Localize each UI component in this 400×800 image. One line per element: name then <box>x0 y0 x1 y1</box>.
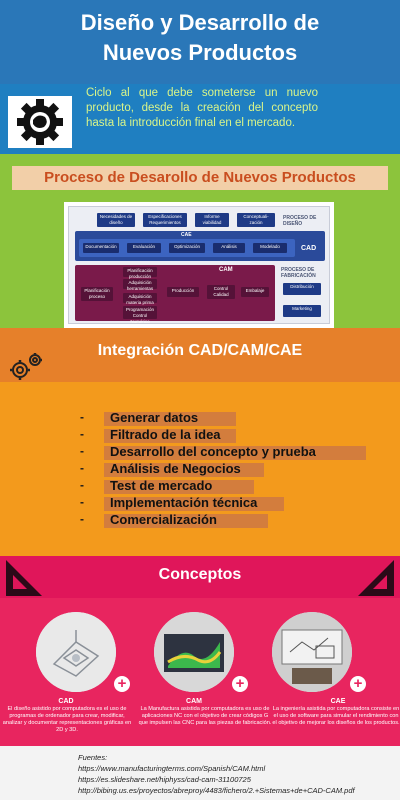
diagram-box-modelado: Modelado <box>253 243 287 253</box>
diagram-box-analisis: Análisis <box>213 243 245 253</box>
card-text-cae: La ingeniería asistida por computadora c… <box>272 706 400 726</box>
source-link[interactable]: http://bibing.us.es/proyectos/abreproy/4… <box>78 786 355 795</box>
diagram-box-adquisicion-herramientas: Adquisición herramientas <box>123 279 157 291</box>
source-link[interactable]: https://es.slideshare.net/hiphyss/cad-ca… <box>78 775 251 784</box>
plus-icon: + <box>232 676 248 692</box>
diagram-box-optimizacion: Optimización <box>169 243 205 253</box>
diagram-box-marketing: Marketing <box>283 305 321 317</box>
list-item: -Análisis de Negocios <box>80 461 400 478</box>
cad-image <box>36 612 116 692</box>
cae-label: CAE <box>181 232 192 238</box>
diagram-box-planificacion-proceso: Planificación proceso <box>81 287 113 301</box>
list-item: -Implementación técnica <box>80 495 400 512</box>
diagram-box-conceptualizacion: Conceptuali-zación <box>237 213 275 227</box>
set-square-icon <box>4 558 44 598</box>
design-process-label: PROCESO DE DISEÑO <box>283 215 317 227</box>
plus-icon: + <box>350 676 366 692</box>
process-section: Proceso de Desarollo de Nuevos Productos… <box>0 154 400 328</box>
diagram-box-evaluacion: Evaluación <box>127 243 161 253</box>
diagram-box-adquisicion-materia: Adquisición materia prima <box>123 293 157 305</box>
list-item: -Desarrollo del concepto y prueba <box>80 444 400 461</box>
diagram-box-embalaje: Embalaje <box>241 287 269 297</box>
gear-icon <box>8 96 72 148</box>
diagram-box-informe: Informe viabilidad <box>195 213 229 227</box>
diagram-box-documentacion: Documentación <box>83 243 119 253</box>
diagram-box-produccion: Producción <box>167 287 199 297</box>
diagram-box-necesidades: Necesidades de diseño <box>97 213 135 227</box>
cam-image <box>154 612 234 692</box>
page-title: Diseño y Desarrollo de Nuevos Productos <box>0 8 400 68</box>
fabrication-process-label: PROCESO DE FABRICACIÓN <box>281 267 316 279</box>
title-line-1: Diseño y Desarrollo de <box>80 10 320 35</box>
integration-list: -Generar datos -Filtrado de la idea -Des… <box>0 382 400 556</box>
intro-section: Ciclo al que debe someterse un nuevo pro… <box>0 84 400 154</box>
source-link[interactable]: https://www.manufacturingterms.com/Spani… <box>78 764 266 773</box>
diagram-box-especificaciones: Especificaciones Requerimientos <box>143 213 187 227</box>
concepts-body: + CAD El diseño asistido por computadora… <box>0 598 400 746</box>
process-diagram: Necesidades de diseño Especificaciones R… <box>64 202 334 328</box>
concepts-header: Conceptos <box>0 556 400 598</box>
diagram-box-distribucion: Distribución <box>283 283 321 295</box>
process-title: Proceso de Desarollo de Nuevos Productos <box>12 166 388 190</box>
card-text-cam: La Manufactura asistida por computadora … <box>138 706 272 726</box>
list-item: -Test de mercado <box>80 478 400 495</box>
diagram-box-programacion: Programación Control Numérico <box>123 306 157 324</box>
diagram-box-control-calidad: Control Calidad <box>207 285 235 299</box>
diagram-box-planificacion-produccion: Planificación producción <box>123 267 157 279</box>
list-item: -Filtrado de la idea <box>80 427 400 444</box>
sources-label: Fuentes: <box>78 753 108 762</box>
list-item: -Comercialización <box>80 512 400 529</box>
gears-icon <box>8 352 44 382</box>
list-item: -Generar datos <box>80 410 400 427</box>
integration-header: Integración CAD/CAM/CAE <box>0 328 400 382</box>
sources: Fuentes: https://www.manufacturingterms.… <box>0 746 400 800</box>
title-line-2: Nuevos Productos <box>102 40 298 65</box>
card-title-cae: CAE <box>330 698 346 705</box>
set-square-icon <box>356 558 396 598</box>
plus-icon: + <box>114 676 130 692</box>
cad-label: CAD <box>301 245 317 252</box>
integration-title: Integración CAD/CAM/CAE <box>97 342 303 359</box>
header: Diseño y Desarrollo de Nuevos Productos <box>0 0 400 84</box>
card-title-cad: CAD <box>58 698 74 705</box>
concepts-title: Conceptos <box>158 566 242 583</box>
card-text-cad: El diseño asistido por computadora es el… <box>2 706 132 733</box>
intro-text: Ciclo al que debe someterse un nuevo pro… <box>86 87 318 129</box>
card-title-cam: CAM <box>186 698 202 705</box>
cam-label: CAM <box>219 267 233 273</box>
cae-image <box>272 612 352 692</box>
